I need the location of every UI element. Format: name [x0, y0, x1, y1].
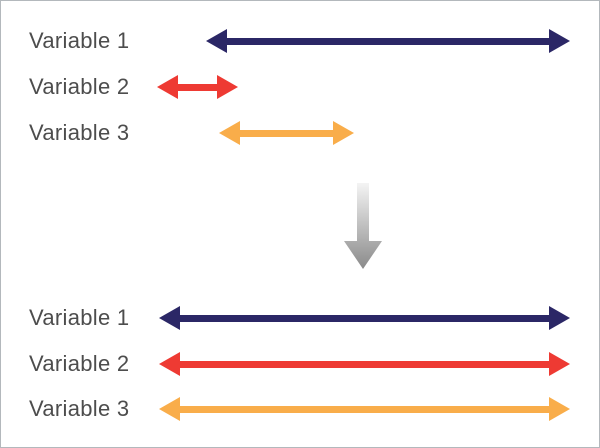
arrowhead-left-icon	[157, 75, 178, 99]
variable-2-label-after: Variable 2	[29, 351, 130, 376]
variable-1-label-after: Variable 1	[29, 305, 130, 330]
variable-3-row-before: Variable 3	[1, 109, 599, 157]
arrowhead-right-icon	[333, 121, 354, 145]
variable-3-range-arrow-before	[219, 121, 354, 145]
arrowhead-left-icon	[159, 352, 180, 376]
variable-3-label-after: Variable 3	[29, 396, 130, 421]
variable-2-row-before: Variable 2	[1, 63, 599, 111]
variable-1-row-before: Variable 1	[1, 17, 599, 65]
variable-1-row-after: Variable 1	[1, 294, 599, 342]
arrowhead-right-icon	[549, 397, 570, 421]
transform-down-arrow-icon	[344, 183, 382, 269]
arrow-shaft	[172, 83, 223, 91]
variable-3-range-arrow-after	[159, 397, 570, 421]
variable-2-label-before: Variable 2	[29, 74, 130, 99]
arrowhead-left-icon	[206, 29, 227, 53]
variable-2-row-after: Variable 2	[1, 340, 599, 388]
arrowhead-right-icon	[549, 352, 570, 376]
arrowhead-left-icon	[159, 397, 180, 421]
arrow-shaft	[174, 360, 555, 368]
arrowhead-right-icon	[549, 29, 570, 53]
variable-3-label-before: Variable 3	[29, 120, 130, 145]
variable-3-row-after: Variable 3	[1, 385, 599, 433]
variable-1-range-arrow-after	[159, 306, 570, 330]
arrow-shaft	[174, 314, 555, 322]
variable-1-range-arrow-before	[206, 29, 570, 53]
variable-2-range-arrow-after	[159, 352, 570, 376]
arrowhead-right-icon	[549, 306, 570, 330]
variable-1-label-before: Variable 1	[29, 28, 130, 53]
arrowhead-right-icon	[217, 75, 238, 99]
arrow-shaft	[234, 129, 339, 137]
arrow-shaft	[221, 37, 555, 45]
arrowhead-left-icon	[159, 306, 180, 330]
variable-2-range-arrow-before	[157, 75, 238, 99]
arrow-shaft	[174, 405, 555, 413]
arrowhead-left-icon	[219, 121, 240, 145]
